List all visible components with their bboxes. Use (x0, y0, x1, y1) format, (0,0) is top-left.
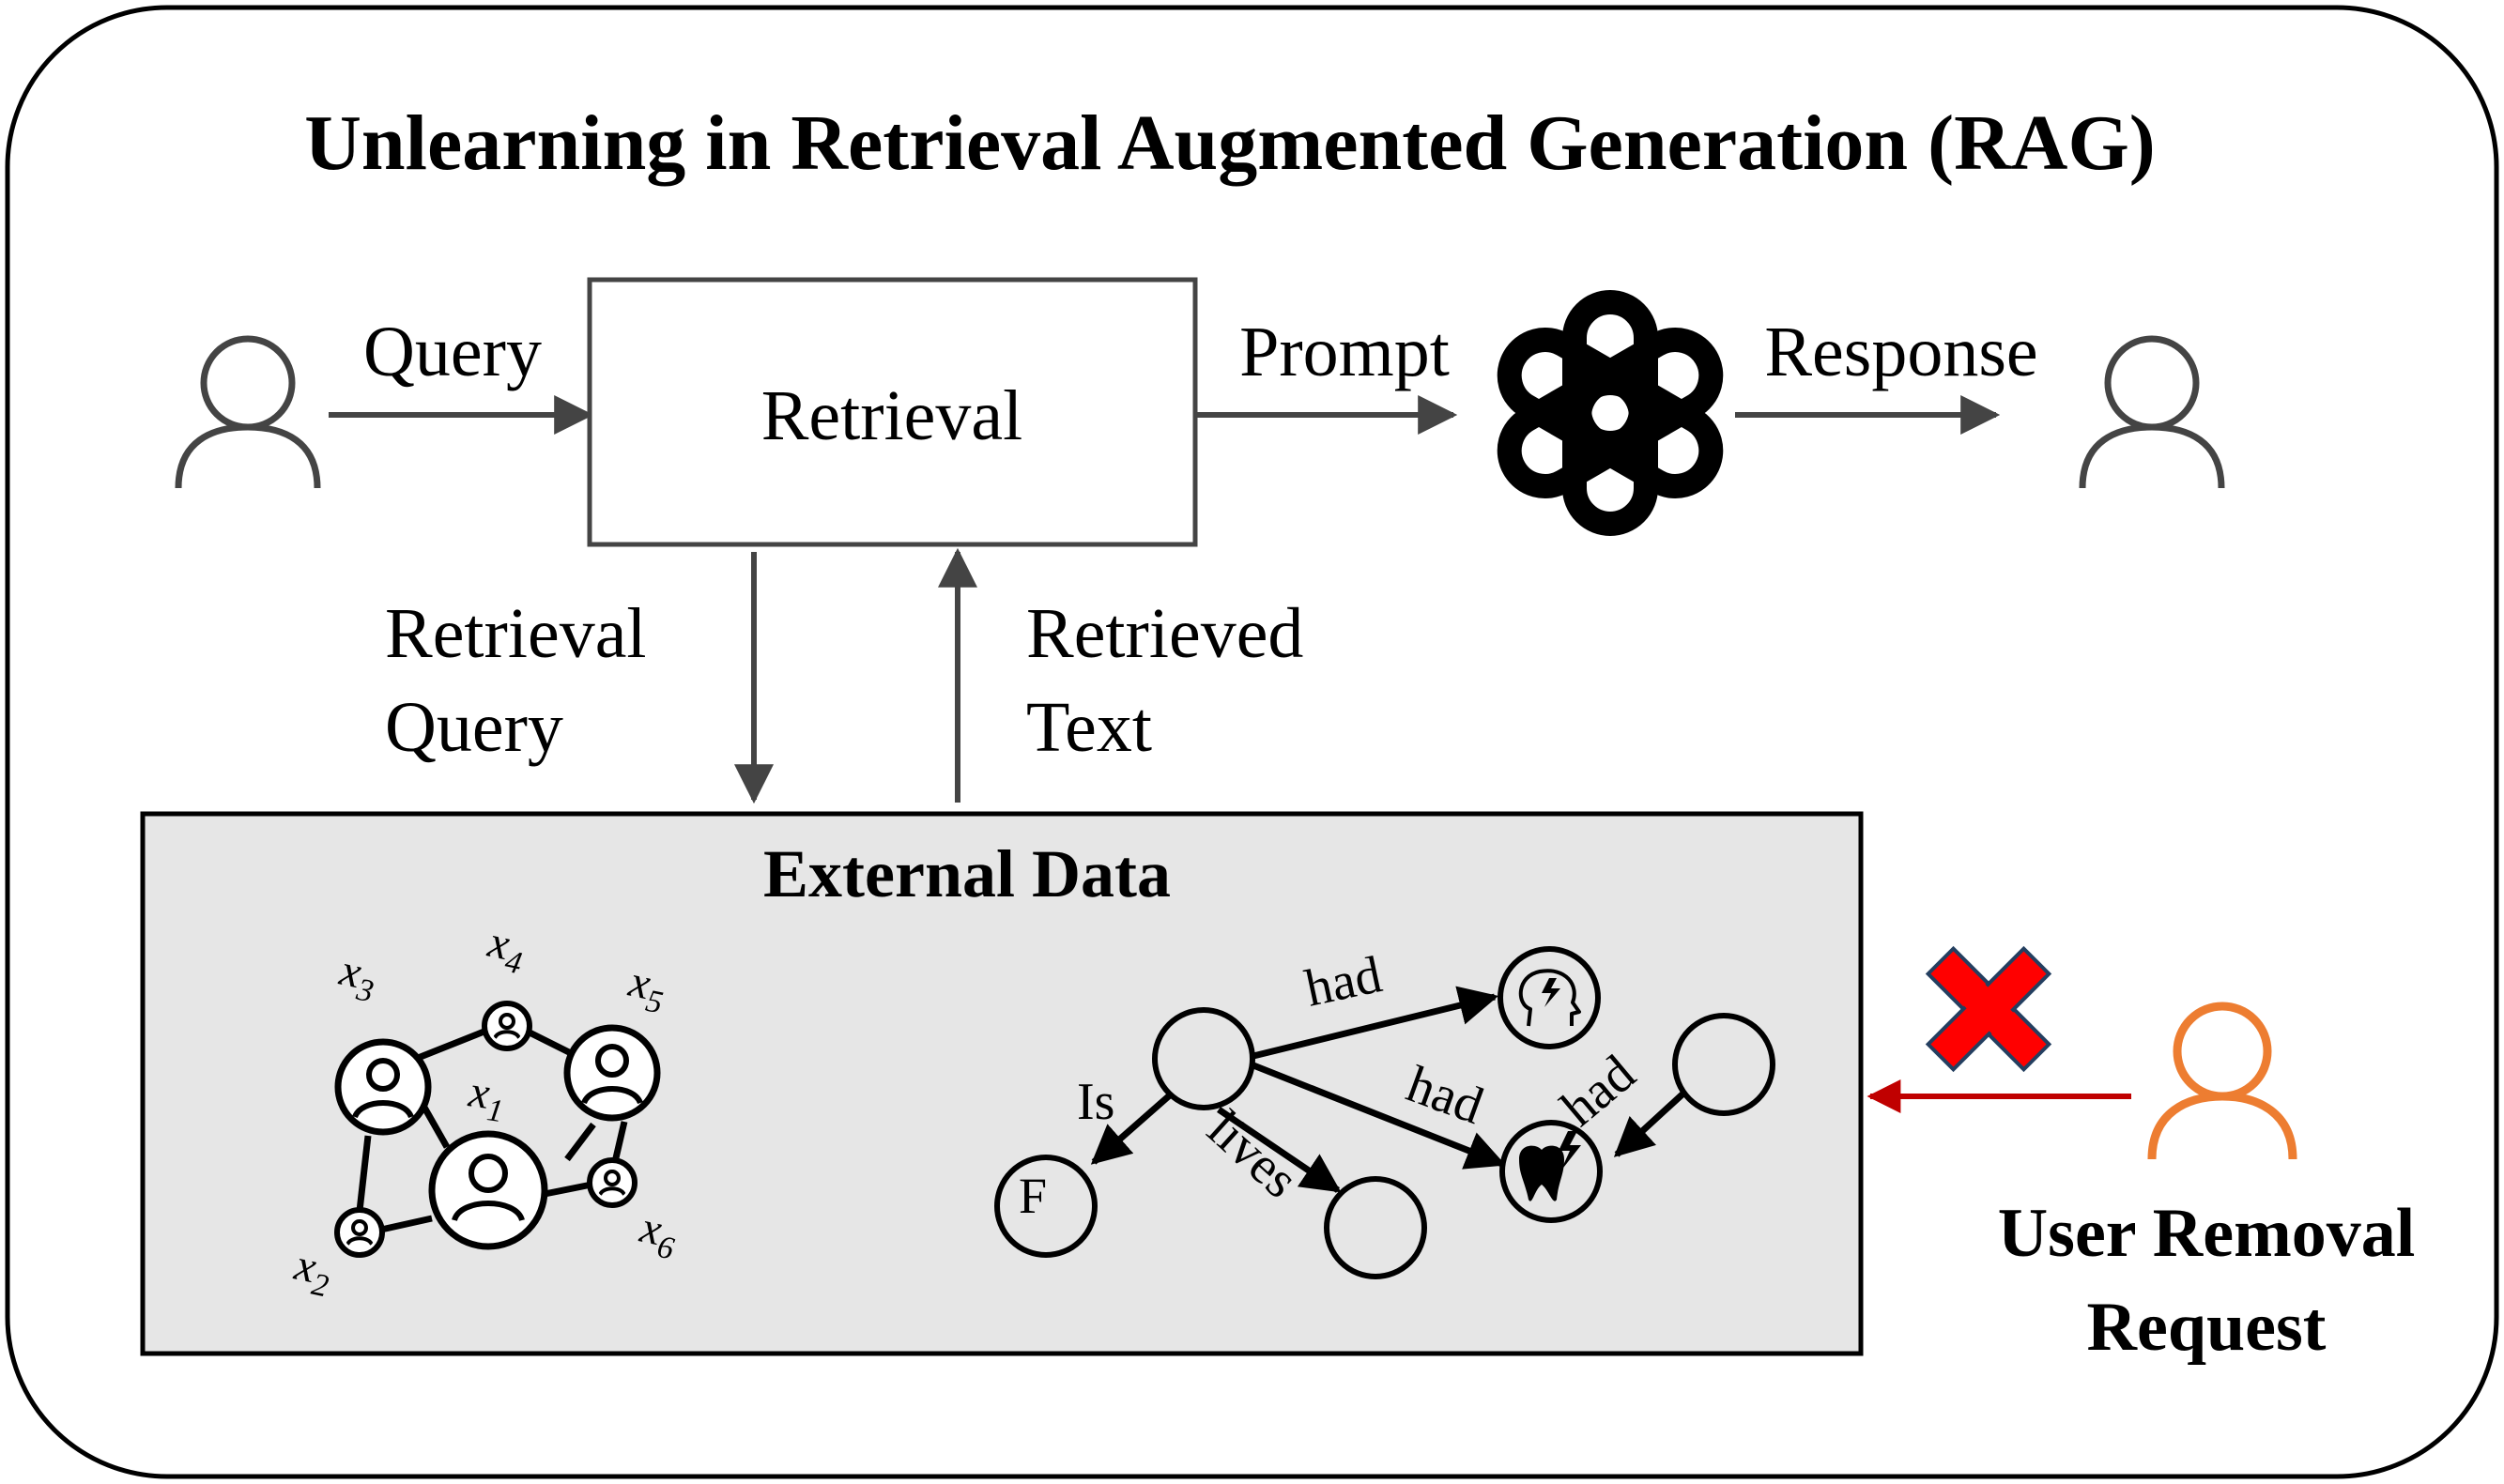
graph-node-x6 (587, 1157, 638, 1208)
page-title: Unlearning in Retrieval Augmented Genera… (304, 99, 2156, 187)
retrieved-text-label-line2: Text (1026, 688, 1152, 767)
var-label-x2: x2 (288, 1240, 336, 1305)
kg-edge-had-mid (1252, 1062, 1506, 1170)
retrieval-box (587, 277, 1198, 547)
user-icon (175, 335, 321, 489)
retrieval-query-label-line1: Retrieval (385, 594, 647, 673)
graph-node-x2 (334, 1207, 385, 1258)
tooth-lightning-icon (1499, 1120, 1603, 1223)
kg-edge-had-top (1252, 986, 1499, 1060)
social-graph: x1 x2 x3 x4 x5 x6 (288, 917, 677, 1305)
var-label-x1: x1 (464, 1066, 509, 1129)
graph-node-x4 (482, 1001, 532, 1051)
kg-node-center (1152, 1007, 1255, 1110)
kg-node-right (1672, 1013, 1775, 1116)
kg-node-lives (1324, 1176, 1427, 1279)
retrieval-box-label: Retrieval (761, 376, 1023, 455)
retrieved-text-label-line1: Retrieved (1026, 594, 1303, 673)
external-data-title: External Data (763, 836, 1171, 911)
graph-node-x5 (563, 1024, 661, 1122)
response-label: Response (1764, 313, 2037, 391)
kg-node-f-label: F (1019, 1168, 1047, 1224)
retrieval-query-label-line2: Query (385, 688, 563, 767)
kg-edge-label-is: Is (1077, 1073, 1114, 1131)
var-label-x3: x3 (333, 945, 381, 1010)
red-x-icon (1925, 945, 2052, 1073)
head-lightning-icon (1498, 946, 1601, 1049)
user-removal-request-line2: Request (2087, 1289, 2327, 1366)
user-removal-request-line1: User Removal (1998, 1195, 2416, 1272)
kg-node-f (994, 1155, 1098, 1258)
kg-edge-had-right (1613, 1089, 1688, 1157)
user-icon (2147, 1002, 2297, 1160)
kg-edge-is (1090, 1091, 1175, 1165)
prompt-label: Prompt (1239, 313, 1450, 391)
user-icon (2079, 335, 2225, 489)
query-label: Query (363, 313, 542, 391)
openai-logo (1497, 290, 1724, 536)
graph-node-x1 (428, 1130, 548, 1250)
kg-edge-lives (1217, 1107, 1342, 1193)
graph-node-x3 (334, 1038, 432, 1136)
